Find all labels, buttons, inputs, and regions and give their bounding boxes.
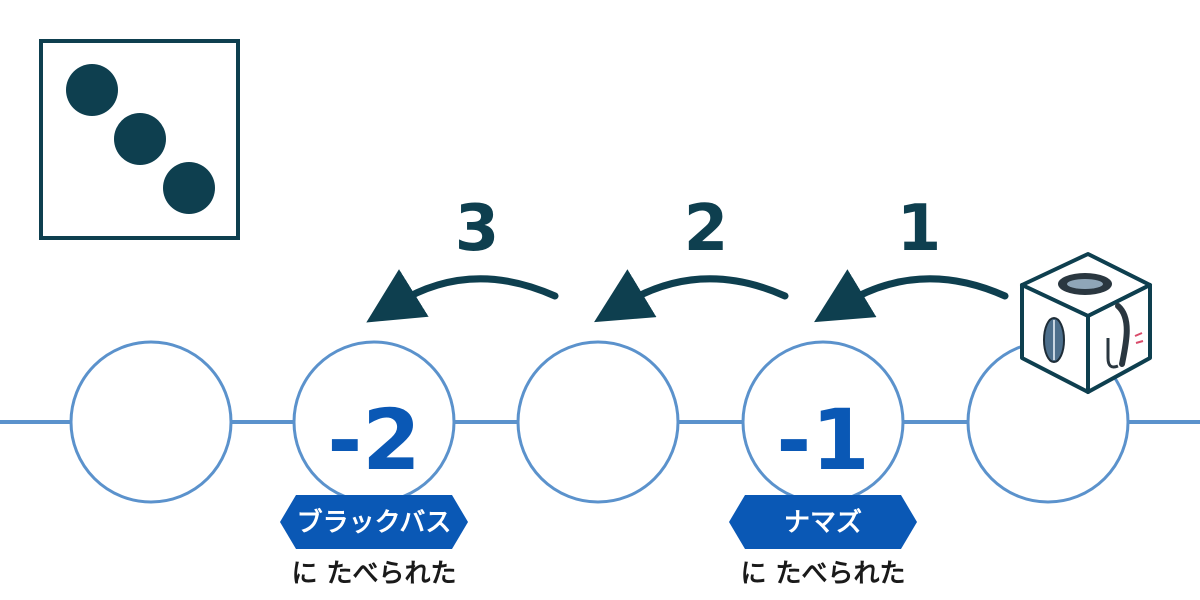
board-space-3 [516,340,680,504]
penalty-value-space-4: -1 [776,391,869,489]
step-number-1: 1 [897,192,942,266]
step-number-3: 3 [455,192,500,266]
predator-badge-space-2: ブラックバス [280,495,468,549]
move-arrow-1 [814,269,1009,323]
bait-cube-token-icon [1020,252,1152,394]
predator-badge-space-4: ナマズ [729,495,917,549]
die-face-three-icon [39,39,240,240]
move-arrow-3 [366,269,559,323]
eaten-caption: に たべられた [291,559,456,589]
eaten-caption: に たべられた [740,559,905,589]
step-number-2: 2 [684,192,729,266]
penalty-value-space-2: -2 [327,391,420,489]
predator-name: ブラックバス [297,507,452,538]
move-arrow-2 [594,269,789,323]
board-space-1 [69,340,233,504]
predator-name: ナマズ [784,507,862,538]
